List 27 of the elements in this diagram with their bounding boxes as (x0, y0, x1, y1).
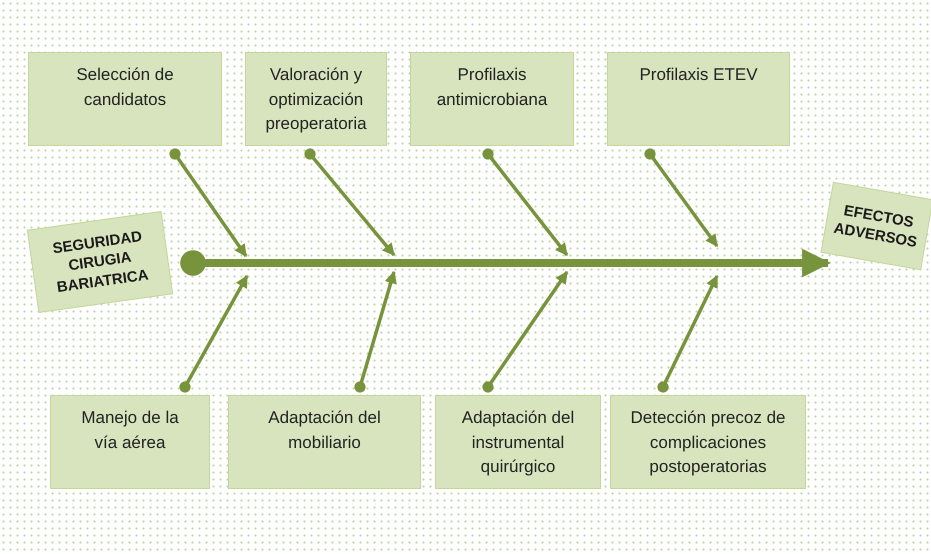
box-text: Adaptación del instrumental quirúrgico (460, 407, 576, 478)
cause-box (50, 395, 210, 489)
box-text: Profilaxis ETEV (639, 64, 758, 86)
cause-box (607, 52, 790, 146)
box-text: Detección precoz de complicaciones postoperatorias (630, 407, 786, 478)
box-text: Selección de candidatos (75, 64, 175, 111)
cause-box (228, 395, 421, 489)
box-text: Profilaxis antimicrobiana (436, 64, 548, 111)
arrow (169, 148, 248, 258)
box-text: Valoración y optimización preoperatoria (264, 64, 368, 136)
cause-box (28, 52, 222, 146)
cause-box (435, 395, 601, 489)
arrow (304, 148, 396, 256)
box-text: EFECTOS ADVERSOS (832, 200, 920, 253)
arrow (482, 270, 568, 393)
cause-box (245, 52, 387, 146)
arrow (657, 274, 719, 393)
box-text: Manejo de la vía aérea (80, 407, 180, 454)
box-text: Adaptación del mobiliario (267, 407, 382, 454)
arrow (482, 148, 568, 256)
box-text: SEGURIDAD CIRUGIA BARIATRICA (50, 226, 151, 298)
arrow (180, 248, 831, 278)
arrow (354, 270, 397, 393)
cause-box (410, 52, 574, 146)
arrow (644, 148, 718, 248)
cause-box (610, 395, 806, 489)
arrow (179, 274, 249, 393)
